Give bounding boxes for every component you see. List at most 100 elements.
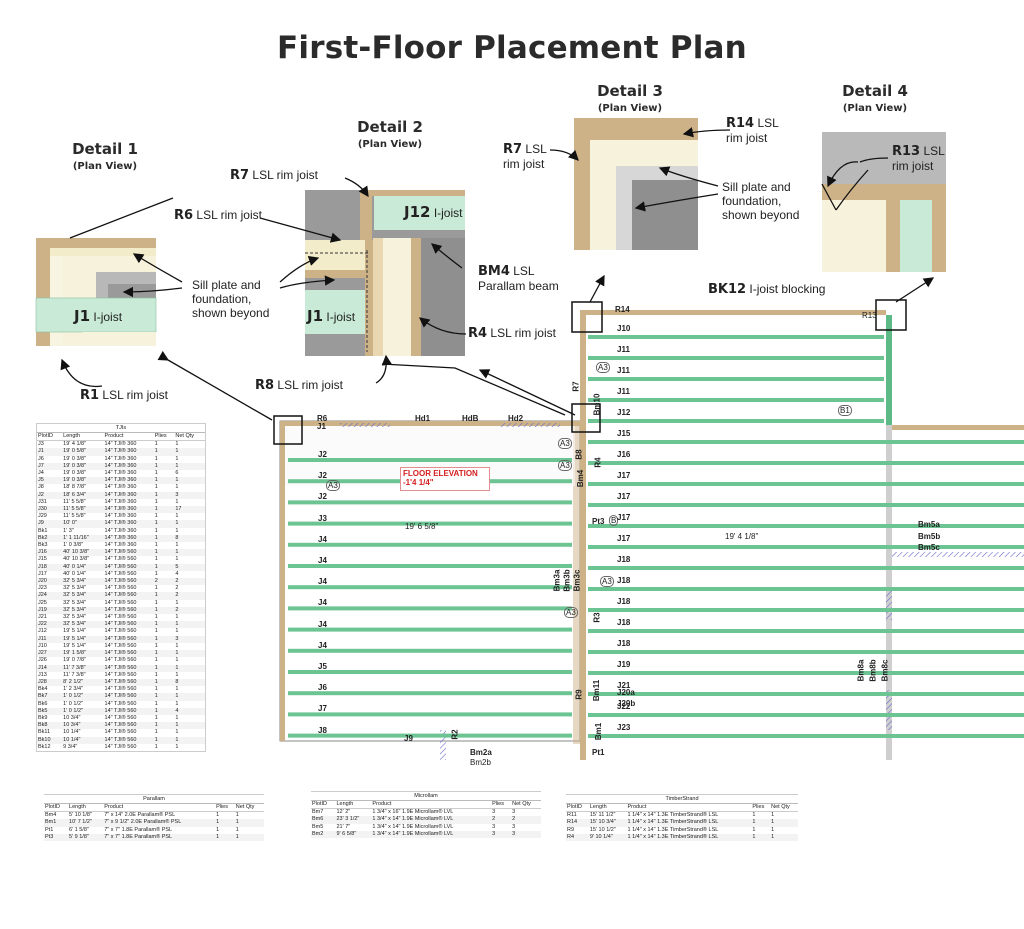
- tag-j20a: J20a: [617, 688, 635, 697]
- table-cell: 15' 10 1/2": [589, 826, 616, 833]
- table-cell: 1: [154, 484, 158, 491]
- table-cell: 9' 6 5/8": [335, 830, 372, 839]
- table-cell: J21: [38, 614, 47, 621]
- label-r8: R8 LSL rim joist: [255, 378, 343, 393]
- joist-line: [288, 648, 572, 653]
- tag-j1: J1: [317, 422, 326, 431]
- table-cell: 18' 8 7/8": [63, 484, 87, 491]
- joist-label: J7: [318, 704, 327, 714]
- microllam-table-caption: Microllam: [311, 792, 541, 801]
- table-cell: 1: [751, 833, 771, 842]
- table-cell: 19' 0 5/8": [62, 448, 104, 456]
- table-cell: 1' 0 1/2": [62, 707, 104, 715]
- table-cell: 3: [492, 823, 496, 830]
- floor-elevation-line1: FLOOR ELEVATION: [403, 469, 478, 478]
- label-sill-3: Sill plate and foundation, shown beyond: [722, 180, 800, 222]
- table-cell: Bk3: [38, 542, 48, 549]
- microllam-table: Microllam PlotID Length Product Plies Ne…: [311, 791, 541, 839]
- table-cell: J4: [38, 470, 44, 477]
- detail-3-title: Detail 3: [597, 82, 663, 100]
- detail-3-title-block: Detail 3 (Plan View): [580, 82, 680, 114]
- table-cell: 1 1/4" x 14" 1.3E TimberStrand® LSL: [626, 833, 752, 842]
- table-cell: 14" TJI® 360: [104, 470, 137, 477]
- floor-elevation-line2: -1'4 1/4": [403, 478, 434, 487]
- table-cell: 1: [153, 592, 175, 600]
- table-cell: 1: [174, 621, 205, 629]
- table-cell: 11' 5 5/8": [63, 498, 86, 505]
- table-cell: 19' 4 1/8": [63, 441, 87, 448]
- table-cell: J16: [37, 549, 63, 557]
- timberstrand-col-length: Length: [588, 803, 627, 813]
- joist-line: [588, 566, 1024, 570]
- table-cell: 1: [175, 441, 179, 448]
- table-cell: 14" TJI® 560: [104, 628, 137, 635]
- table-cell: 14" TJI® 360: [104, 527, 137, 534]
- label-j12-text: I-joist: [433, 206, 463, 220]
- table-cell: 1: [174, 549, 205, 557]
- tji-table: TJIs PlotID Length Product Plies Net Qty…: [36, 423, 206, 752]
- joist-line: [588, 692, 1024, 696]
- dimension-left: 19' 6 5/8": [405, 522, 439, 531]
- table-cell: 1: [175, 542, 179, 549]
- microllam-col-plies: Plies: [491, 800, 512, 810]
- table-cell: Pt3: [44, 833, 69, 842]
- table-cell: 14" TJI® 560: [103, 606, 154, 615]
- table-cell: Bk6: [38, 700, 48, 707]
- table-cell: 1: [153, 693, 175, 701]
- table-cell: 14" TJI® 360: [104, 441, 137, 448]
- table-cell: Bk2: [37, 534, 63, 543]
- tag-r4: R4: [593, 457, 603, 468]
- table-cell: 11' 5 5/8": [62, 506, 104, 514]
- table-cell: 1: [215, 833, 235, 842]
- label-j1-detail1: J1 I-joist: [74, 309, 123, 325]
- table-cell: 1: [154, 599, 158, 606]
- label-r6-text: LSL rim joist: [196, 208, 262, 222]
- detail-1-title-block: Detail 1 (Plan View): [55, 140, 155, 172]
- joist-label: J18: [617, 576, 631, 585]
- label-j1-text: I-joist: [93, 310, 123, 324]
- joist-label: J15: [617, 429, 631, 438]
- tag-pt3: Pt3: [592, 517, 605, 526]
- table-cell: 15' 10 3/4": [588, 819, 627, 827]
- tag-bm3a: Bm3a: [552, 569, 562, 592]
- joist-label: J5: [318, 662, 327, 671]
- joist-label: J18: [617, 639, 631, 648]
- table-cell: 14" TJI® 560: [103, 650, 154, 658]
- table-cell: 1: [153, 506, 175, 514]
- table-cell: J23: [38, 585, 47, 592]
- table-cell: 3: [512, 823, 516, 830]
- table-cell: 5: [174, 563, 205, 571]
- tag-j20b: J20b: [617, 699, 636, 708]
- label-r14-text: LSL rim joist: [726, 116, 779, 145]
- table-cell: 14" TJI® 360: [103, 534, 154, 543]
- tag-bm5a: Bm5a: [918, 520, 940, 529]
- tag-b: B: [609, 515, 619, 526]
- table-cell: 1: [174, 736, 205, 744]
- tag-hd1: Hd1: [415, 414, 431, 423]
- joist-line: [288, 564, 572, 568]
- table-cell: 14" TJI® 560: [104, 729, 137, 736]
- joist-label: J17: [617, 513, 631, 522]
- table-cell: 14" TJI® 560: [104, 570, 137, 577]
- table-cell: 7" x 14" 2.0E Parallam® PSL: [104, 812, 176, 819]
- table-cell: 19' 5 1/4": [63, 642, 87, 649]
- joist-label: J4: [318, 534, 327, 544]
- label-j1b-text: I-joist: [326, 310, 356, 324]
- joist-line: [588, 335, 884, 339]
- tag-bm2a: Bm2a: [470, 748, 492, 757]
- table-cell: 1' 3": [63, 527, 74, 534]
- tag-b8: B8: [574, 449, 584, 460]
- table-cell: 19' 0 3/8": [62, 462, 104, 471]
- table-cell: 2: [491, 816, 512, 824]
- table-cell: 14" TJI® 560: [103, 678, 154, 687]
- table-cell: 1: [770, 833, 798, 842]
- label-j12: J12 I-joist: [404, 205, 463, 221]
- label-r13-text: LSL rim joist: [892, 144, 945, 173]
